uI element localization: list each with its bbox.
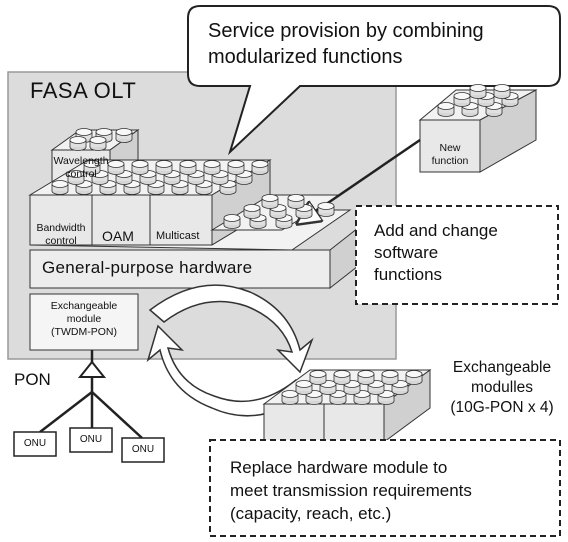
wavelength-line-2: control <box>65 168 97 180</box>
multicast-label: Multicast <box>156 230 200 242</box>
lego-stud <box>469 84 487 99</box>
exch-module-line-3: (TWDM-PON) <box>51 326 117 338</box>
lego-stud <box>179 160 197 175</box>
bandwidth-control-block <box>29 194 93 246</box>
onu-label-2: ONU <box>79 434 103 445</box>
lego-stud <box>107 160 125 175</box>
bandwidth-label: Bandwidth control <box>30 222 92 248</box>
add-change-text: Add and change software functions <box>374 220 554 286</box>
lego-stud <box>251 160 269 175</box>
lego-stud <box>281 390 299 405</box>
add-change-line-1: Add and change <box>374 221 498 240</box>
lego-studs <box>51 84 519 405</box>
lego-stud <box>261 194 279 209</box>
callout-line-1: Service provision by combining <box>208 20 484 42</box>
olt-title: FASA OLT <box>30 78 137 103</box>
bandwidth-line-2: control <box>45 235 77 247</box>
replace-line-1: Replace hardware module to <box>230 458 448 477</box>
lego-stud <box>235 170 253 185</box>
lego-stud <box>67 170 85 185</box>
new-function-label: New function <box>420 142 480 168</box>
lego-stud <box>493 84 511 99</box>
lego-stud <box>89 136 107 151</box>
wavelength-line-1: Wavelength <box>53 155 109 167</box>
lego-stud <box>243 204 261 219</box>
exchangeable-module-twdm <box>29 293 139 351</box>
lego-stud <box>223 214 241 229</box>
lego-stud <box>171 180 189 195</box>
lego-stud <box>69 136 87 151</box>
lego-stud <box>461 102 479 117</box>
lego-stud <box>485 102 503 117</box>
replace-box <box>209 439 561 537</box>
exchange-cycle-arrows <box>146 284 314 417</box>
bandwidth-line-1: Bandwidth <box>36 222 86 234</box>
lego-stud <box>319 380 337 395</box>
service-callout-bubble <box>187 5 561 156</box>
lego-stud <box>203 160 221 175</box>
exchangeable-modules-label: Exchangeable modulles (10G-PON x 4) <box>440 358 564 418</box>
onu-label-3: ONU <box>131 444 155 455</box>
lego-stud <box>405 370 423 385</box>
exch-modules-line-2: modulles <box>470 379 534 396</box>
onu-box-2 <box>69 427 113 453</box>
add-change-line-3: functions <box>374 265 443 284</box>
lego-stud <box>227 160 245 175</box>
onu-label-1: ONU <box>23 438 47 449</box>
new-function-line-2: function <box>431 155 469 167</box>
lego-stud <box>357 370 375 385</box>
lego-stud <box>333 370 351 385</box>
pon-tree <box>13 350 165 463</box>
lego-stud <box>115 128 133 143</box>
onu-box-3 <box>121 437 165 463</box>
replace-line-3: (capacity, reach, etc.) <box>230 504 392 523</box>
lego-stud <box>155 160 173 175</box>
callout-line-2: modularized functions <box>208 46 403 68</box>
pon-label: PON <box>14 370 51 389</box>
replace-text: Replace hardware module to meet transmis… <box>230 456 560 525</box>
lego-stud <box>195 180 213 195</box>
lego-stud <box>453 92 471 107</box>
lego-stud <box>163 170 181 185</box>
oam-label: OAM <box>102 228 134 244</box>
lego-stud <box>131 160 149 175</box>
exch-modules-line-1: Exchangeable <box>452 359 552 376</box>
lego-stud <box>115 170 133 185</box>
general-purpose-hardware-slab <box>29 194 359 290</box>
lego-stud <box>329 390 347 405</box>
lego-stud <box>295 380 313 395</box>
exch-modules-line-3: (10G-PON x 4) <box>450 399 554 416</box>
exchangeable-module-label: Exchangeable module (TWDM-PON) <box>30 300 138 339</box>
hardware-label: General-purpose hardware <box>42 258 253 277</box>
lego-stud <box>51 180 69 195</box>
lego-stud <box>437 102 455 117</box>
exch-module-line-1: Exchangeable <box>50 300 118 312</box>
add-change-line-2: software <box>374 243 439 262</box>
replace-line-2: meet transmission requirements <box>230 481 472 500</box>
callout-text: Service provision by combining modulariz… <box>208 18 538 70</box>
oam-block <box>91 194 151 246</box>
new-function-line-1: New <box>439 142 461 154</box>
lego-stud <box>381 370 399 385</box>
lego-stud <box>287 194 305 209</box>
lego-stud <box>317 202 335 217</box>
wavelength-label: Wavelength control <box>52 155 110 181</box>
lego-stud <box>83 160 101 175</box>
add-change-box <box>355 205 559 305</box>
exch-module-line-2: module <box>66 313 102 325</box>
lego-stud <box>391 380 409 395</box>
onu-box-1 <box>13 431 57 457</box>
lego-stud <box>219 180 237 195</box>
lego-stud <box>309 370 327 385</box>
